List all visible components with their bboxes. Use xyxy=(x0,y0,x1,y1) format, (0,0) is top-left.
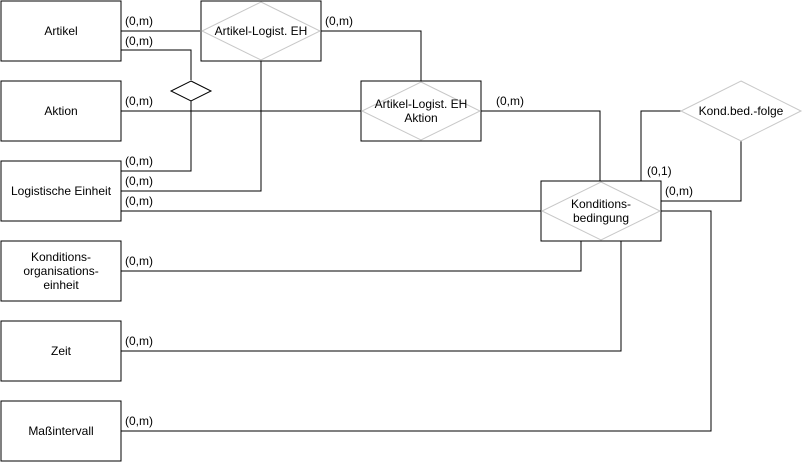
relationship-kb-label-line-2: bedingung xyxy=(573,211,629,225)
card-ale-alea: (0,m) xyxy=(325,14,353,28)
line-diamond-le xyxy=(121,101,192,172)
relationship-kb-label-line-1: Konditions- xyxy=(571,197,631,211)
card-artikel-diamond: (0,m) xyxy=(125,34,153,48)
entity-koe-label-line-1: Konditions- xyxy=(31,250,91,264)
entity-koe-label-line-2: organisations- xyxy=(23,264,98,278)
entity-artikel: Artikel xyxy=(0,0,122,62)
entity-logistische-einheit: Logistische Einheit xyxy=(0,160,122,222)
line-artikel-diamond xyxy=(121,49,192,80)
entity-aktion: Aktion xyxy=(0,80,122,142)
card-artikel-ale: (0,m) xyxy=(125,14,153,28)
line-ale-alea xyxy=(321,30,422,81)
entity-artikel-label: Artikel xyxy=(44,24,77,38)
line-alea-kb xyxy=(481,110,601,181)
card-le-diamond: (0,m) xyxy=(125,154,153,168)
entity-konditionsorganisationseinheit: Konditions- organisations- einheit xyxy=(0,240,122,302)
card-kb-folge-m: (0,m) xyxy=(665,184,693,198)
relationship-alea-label-line-1: Artikel-Logist. EH xyxy=(375,97,468,111)
entity-logistische-einheit-label: Logistische Einheit xyxy=(11,184,112,198)
card-koe-kb: (0,m) xyxy=(125,254,153,268)
entity-koe-label-line-3: einheit xyxy=(43,278,79,292)
entity-zeit: Zeit xyxy=(0,320,122,382)
line-kb-folge-right xyxy=(661,141,742,202)
line-zeit-kb xyxy=(121,241,622,352)
small-diamond-shape xyxy=(169,80,213,102)
card-le-kb: (0,m) xyxy=(125,194,153,208)
relationship-alea-label-line-2: Aktion xyxy=(404,111,437,125)
relationship-artikel-logist-eh: Artikel-Logist. EH xyxy=(200,0,322,62)
line-koe-kb xyxy=(121,241,582,272)
relationship-ale-label: Artikel-Logist. EH xyxy=(215,24,308,38)
card-zeit-kb: (0,m) xyxy=(125,334,153,348)
line-mass-kb xyxy=(121,210,712,432)
entity-massintervall: Maßintervall xyxy=(0,400,122,462)
connection-lines xyxy=(121,30,742,432)
entity-massintervall-label: Maßintervall xyxy=(28,424,93,438)
entity-zeit-label: Zeit xyxy=(51,344,72,358)
relationship-konditionsbedingung: Konditions- bedingung xyxy=(540,180,662,242)
line-kb-folge-top xyxy=(640,110,681,181)
cardinality-labels: (0,m) (0,m) (0,m) (0,m) (0,m) (0,m) (0,m… xyxy=(125,14,693,428)
card-alea-kb: (0,m) xyxy=(496,94,524,108)
card-aktion-alea: (0,m) xyxy=(125,94,153,108)
relationship-kond-bed-folge: Kond.bed.-folge xyxy=(679,80,803,142)
card-mass-kb: (0,m) xyxy=(125,414,153,428)
relationship-artikel-logist-eh-aktion: Artikel-Logist. EH Aktion xyxy=(360,80,482,142)
relationship-kbf-label: Kond.bed.-folge xyxy=(699,104,784,118)
card-kb-folge-1: (0,1) xyxy=(647,164,672,178)
entity-aktion-label: Aktion xyxy=(44,104,77,118)
line-ale-le xyxy=(121,61,262,192)
card-le-ale: (0,m) xyxy=(125,174,153,188)
